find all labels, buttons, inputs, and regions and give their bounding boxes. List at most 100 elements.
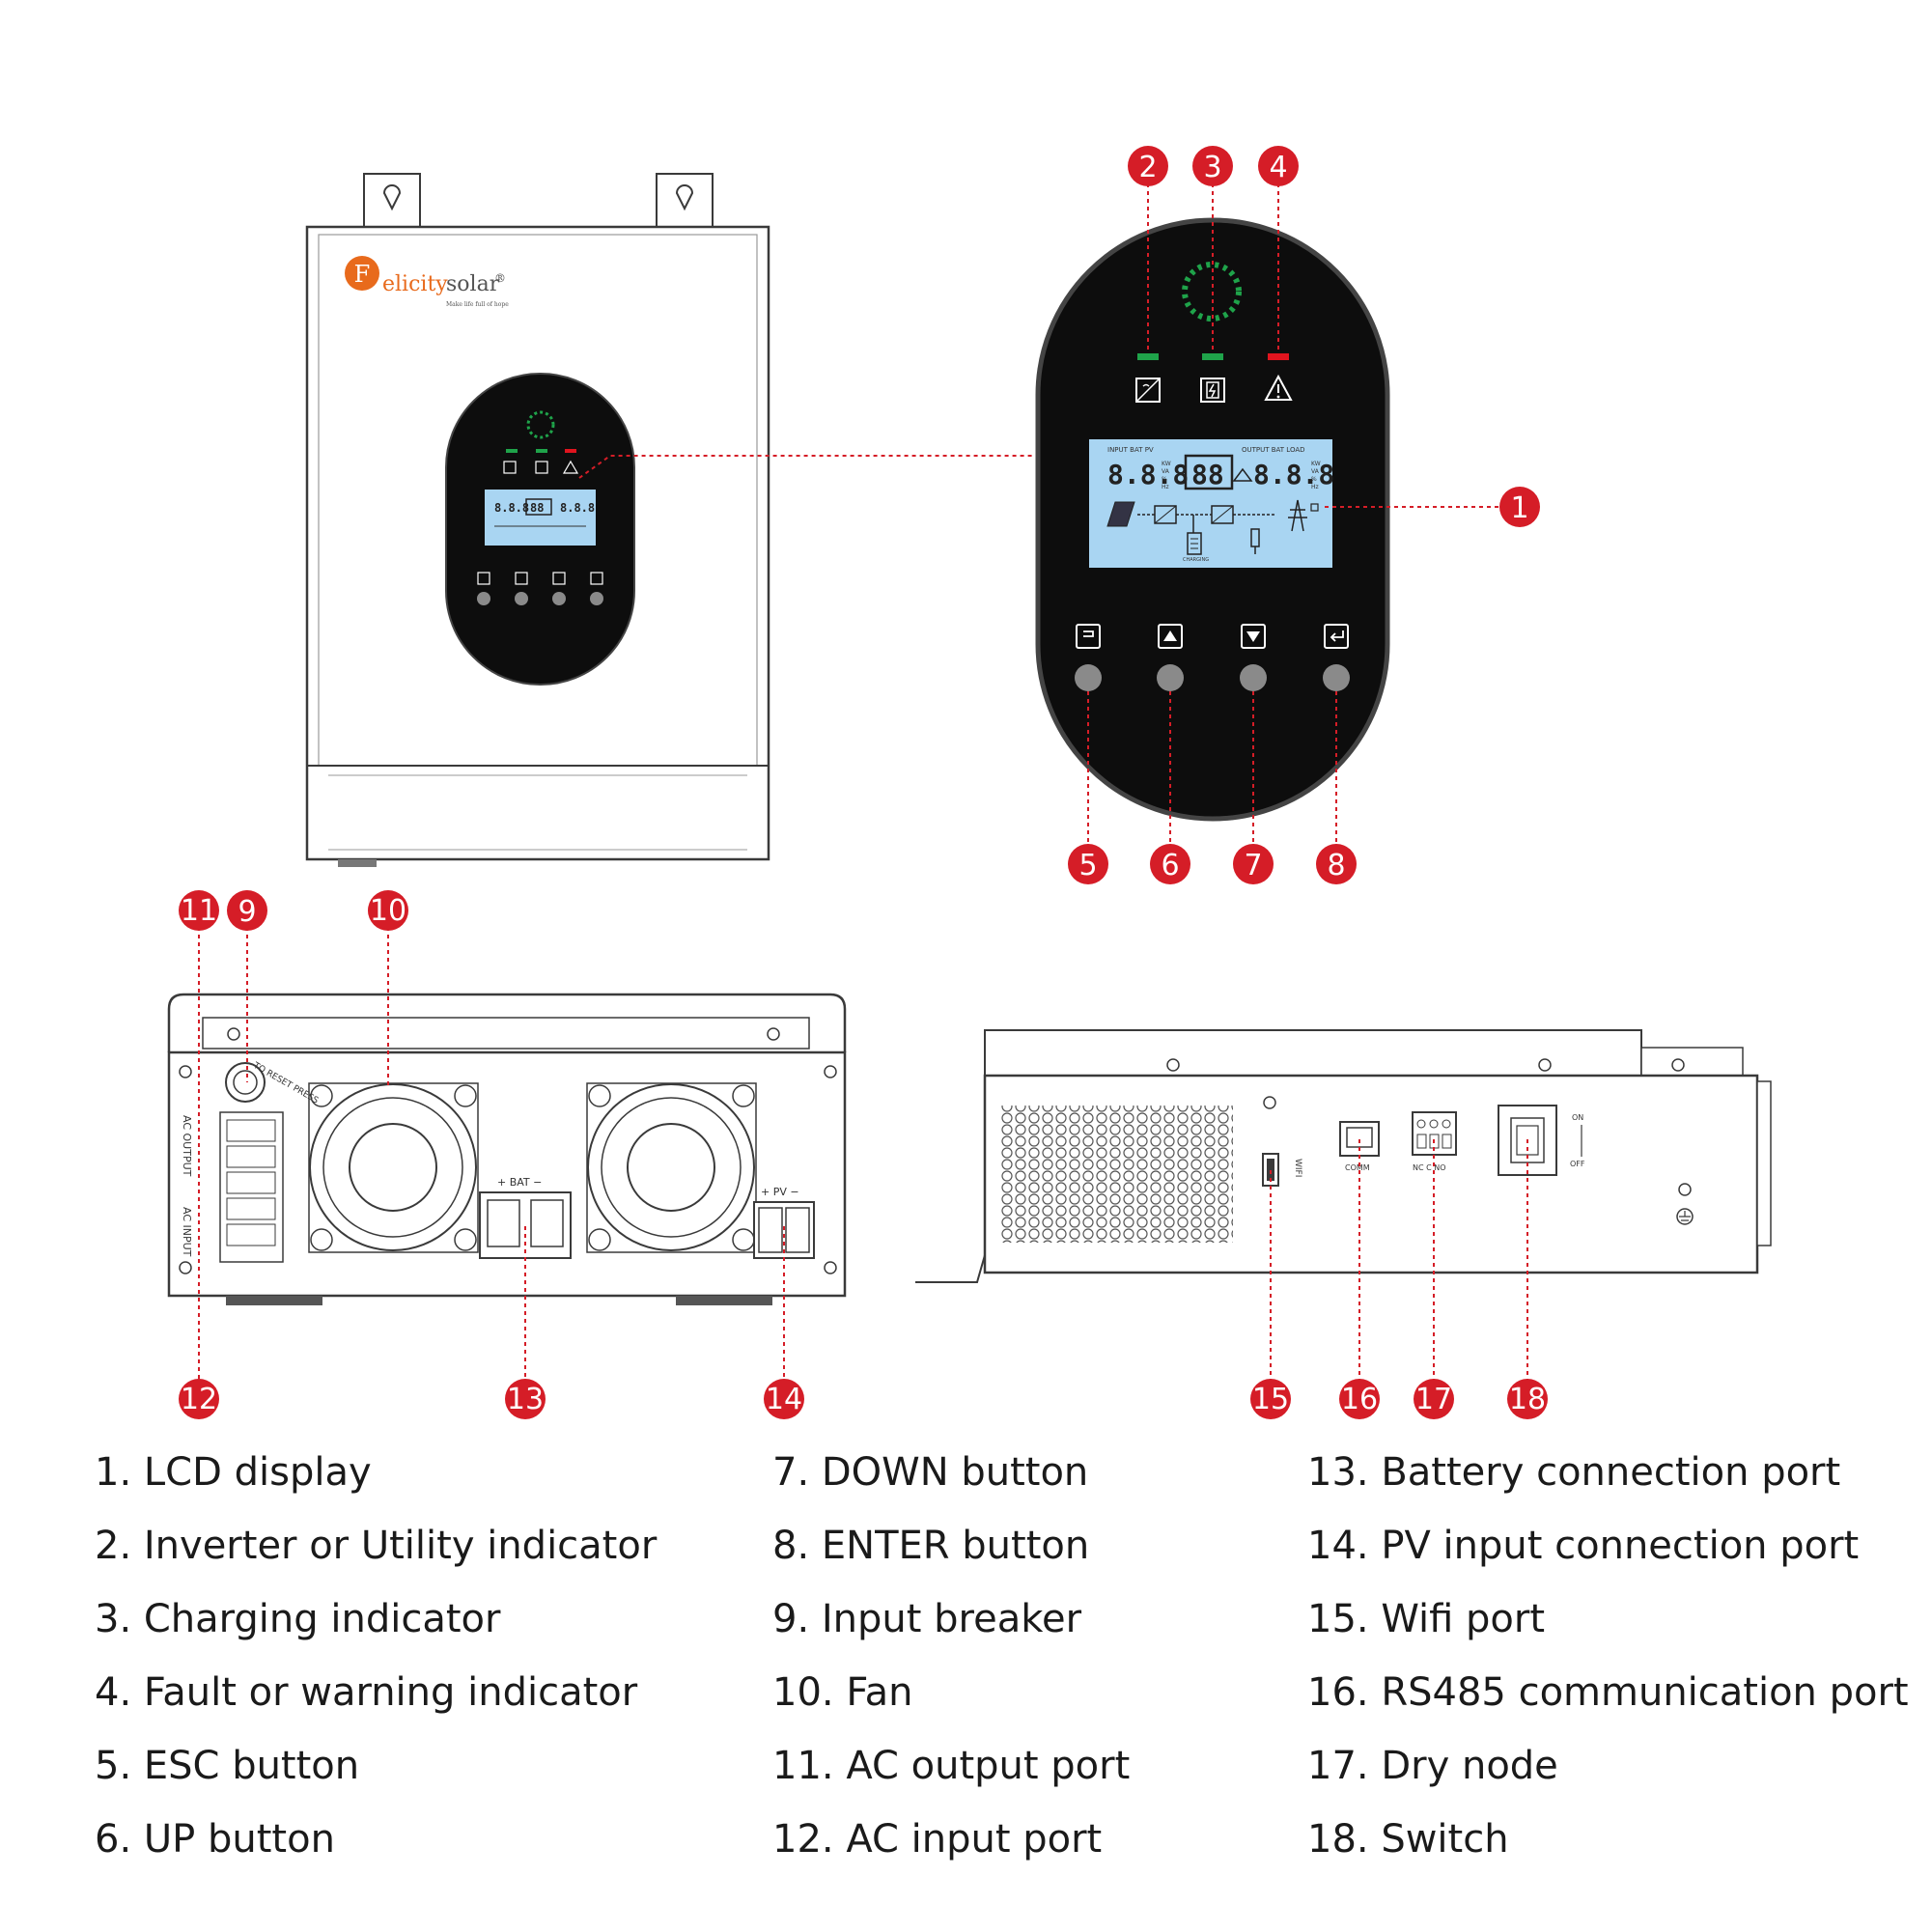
callout-9: 9 [227,890,267,931]
svg-text:5: 5 [1078,849,1097,882]
legend-item: 8. ENTER button [772,1524,1090,1568]
legend-item: 5. ESC button [95,1744,360,1788]
led-inverter [1137,353,1159,360]
callout-10: 10 [368,890,408,931]
callout-4: 4 [1258,146,1299,186]
legend-item: 11. AC output port [772,1744,1131,1788]
callout-7: 7 [1233,844,1274,884]
callout-11: 11 [179,890,219,931]
callout-14: 14 [764,1379,804,1419]
svg-text:F: F [354,261,371,288]
legend-item: 4. Fault or warning indicator [95,1670,638,1715]
svg-text:1: 1 [1510,491,1528,525]
legend-item: 14. PV input connection port [1307,1524,1860,1568]
battery-icon [1187,532,1202,555]
legend-item: 7. DOWN button [772,1450,1089,1495]
control-panel-enlarged: INPUT BAT PV OUTPUT BAT LOAD 8.8.8 88 8.… [1035,217,1390,822]
svg-text:11: 11 [181,894,217,928]
bulb-icon [1250,528,1260,554]
enter-button[interactable] [1323,624,1350,691]
svg-text:COMM: COMM [1345,1163,1370,1172]
svg-text:8.8.8: 8.8.8 [494,501,529,515]
ac-terminal-block[interactable]: AC OUTPUT AC INPUT [181,1111,284,1263]
svg-text:INPUT BAT PV: INPUT BAT PV [1107,446,1154,454]
inverter-diagram: F elicity solar ® Make life full of hope… [167,146,1772,1419]
callout-12: 12 [179,1379,219,1419]
ground-icon [1676,1183,1694,1225]
svg-text:+ PV −: + PV − [761,1186,799,1198]
svg-text:AC OUTPUT: AC OUTPUT [181,1115,193,1177]
legend-item: 6. UP button [95,1817,335,1862]
legend-item: 9. Input breaker [772,1597,1082,1641]
led-charging [1202,353,1223,360]
svg-text:OUTPUT BAT LOAD: OUTPUT BAT LOAD [1242,446,1305,454]
front-view: F elicity solar ® Make life full of hope… [305,173,770,867]
svg-text:ON: ON [1572,1113,1583,1122]
legend-item: 13. Battery connection port [1307,1450,1841,1495]
legend-item: 17. Dry node [1307,1744,1558,1788]
utility-tower-icon [1288,499,1307,532]
legend-item: 15. Wifi port [1307,1597,1546,1641]
svg-text:8.8.8: 8.8.8 [560,501,595,515]
inverter-icon [1135,378,1161,403]
svg-text:18: 18 [1509,1383,1546,1416]
leader-lines-side [1270,1139,1528,1381]
svg-text:2: 2 [1138,151,1157,184]
vent-grille [1001,1106,1233,1243]
callout-13: 13 [505,1379,546,1419]
fan-left [308,1082,479,1253]
svg-text:OFF: OFF [1570,1160,1585,1168]
legend-item: 10. Fan [772,1670,913,1715]
solar-panel-icon [1106,501,1135,527]
svg-text:Hz: Hz [1162,484,1169,490]
svg-text:Hz: Hz [1311,484,1319,490]
callout-5: 5 [1068,844,1108,884]
svg-text:AC INPUT: AC INPUT [181,1207,193,1257]
svg-text:9: 9 [238,895,256,929]
svg-text:KW: KW [1162,461,1171,467]
warning-icon [1264,374,1293,401]
svg-text:7: 7 [1244,849,1262,882]
led-fault [1268,353,1289,360]
callout-18: 18 [1507,1379,1548,1419]
svg-text:8.8.8: 8.8.8 [1253,459,1334,490]
callout-6: 6 [1150,844,1190,884]
battery-charging-icon [1200,378,1225,403]
callout-17: 17 [1414,1379,1454,1419]
svg-text:elicity: elicity [382,272,448,296]
esc-button[interactable] [1075,624,1102,691]
status-swirl [1182,262,1242,322]
svg-text:Make life full of hope: Make life full of hope [446,301,509,308]
svg-text:4: 4 [1269,151,1287,184]
svg-text:%: % [1162,476,1167,483]
down-button[interactable] [1240,624,1267,691]
svg-text:®: ® [494,271,506,285]
bottom-view: TO RESET PRESS AC OUTPUT AC INPUT [167,993,847,1305]
legend-item: 12. AC input port [772,1817,1103,1862]
legend-item: 3. Charging indicator [95,1597,501,1641]
legend-item: 1. LCD display [95,1450,372,1495]
svg-text:solar: solar [446,272,500,296]
callout-8: 8 [1316,844,1357,884]
svg-text:VA: VA [1162,468,1170,475]
svg-text:17: 17 [1415,1383,1452,1416]
leader-lines-top [1087,183,1502,843]
callout-16: 16 [1339,1379,1380,1419]
svg-text:16: 16 [1341,1383,1378,1416]
svg-text:15: 15 [1252,1383,1289,1416]
lcd-display: INPUT BAT PV OUTPUT BAT LOAD 8.8.8 88 8.… [1089,439,1334,568]
small-control-panel: 8.8.8 88 8.8.8 [445,373,635,686]
callout-15: 15 [1250,1379,1291,1419]
svg-text:88: 88 [530,501,544,515]
svg-text:13: 13 [507,1383,544,1416]
leader-lines-bottom [198,927,785,1381]
callout-3: 3 [1192,146,1233,186]
svg-text:8.8.8: 8.8.8 [1107,459,1189,490]
up-button[interactable] [1157,624,1184,691]
svg-text:14: 14 [766,1383,802,1416]
legend-item: 18. Switch [1307,1817,1509,1862]
callout-1: 1 [1499,487,1540,527]
svg-text:NC C NO: NC C NO [1413,1163,1446,1172]
legend-item: 2. Inverter or Utility indicator [95,1524,658,1568]
svg-text:VA: VA [1311,468,1320,475]
